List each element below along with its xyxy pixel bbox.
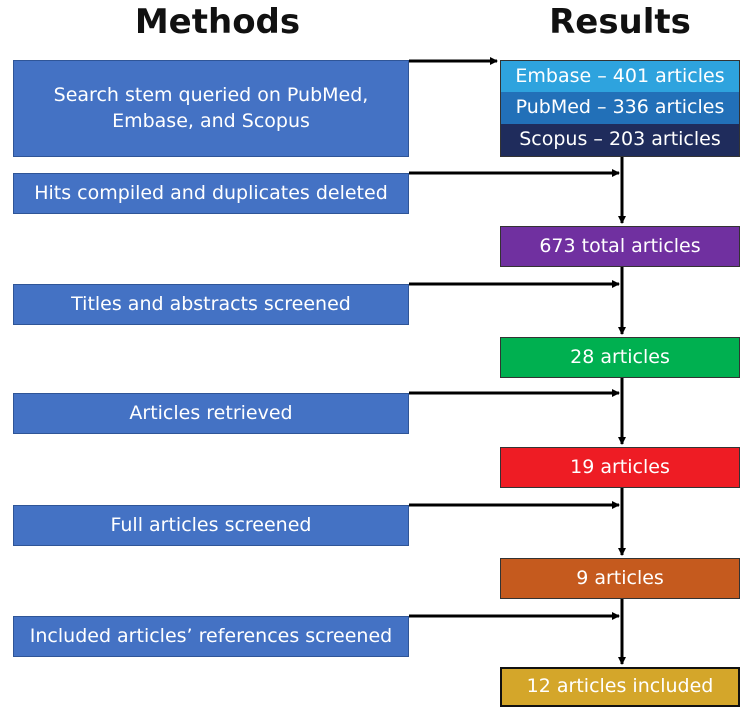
method-box-compile: Hits compiled and duplicates deleted (13, 173, 409, 214)
result-box-scopus: Scopus – 203 articles (500, 124, 740, 157)
method-box-references: Included articles’ references screened (13, 616, 409, 657)
result-box-total: 673 total articles (500, 226, 740, 267)
results-heading: Results (549, 2, 691, 42)
method-box-full-screen: Full articles screened (13, 505, 409, 546)
result-box-embase: Embase – 401 articles (500, 60, 740, 92)
result-box-included: 12 articles included (500, 667, 740, 707)
method-box-titles-abstracts: Titles and abstracts screened (13, 284, 409, 325)
result-box-pubmed: PubMed – 336 articles (500, 92, 740, 124)
method-box-search: Search stem queried on PubMed, Embase, a… (13, 60, 409, 157)
result-box-9: 9 articles (500, 558, 740, 599)
result-box-28: 28 articles (500, 337, 740, 378)
method-box-retrieve: Articles retrieved (13, 393, 409, 434)
methods-heading: Methods (134, 2, 301, 42)
result-box-19: 19 articles (500, 447, 740, 488)
